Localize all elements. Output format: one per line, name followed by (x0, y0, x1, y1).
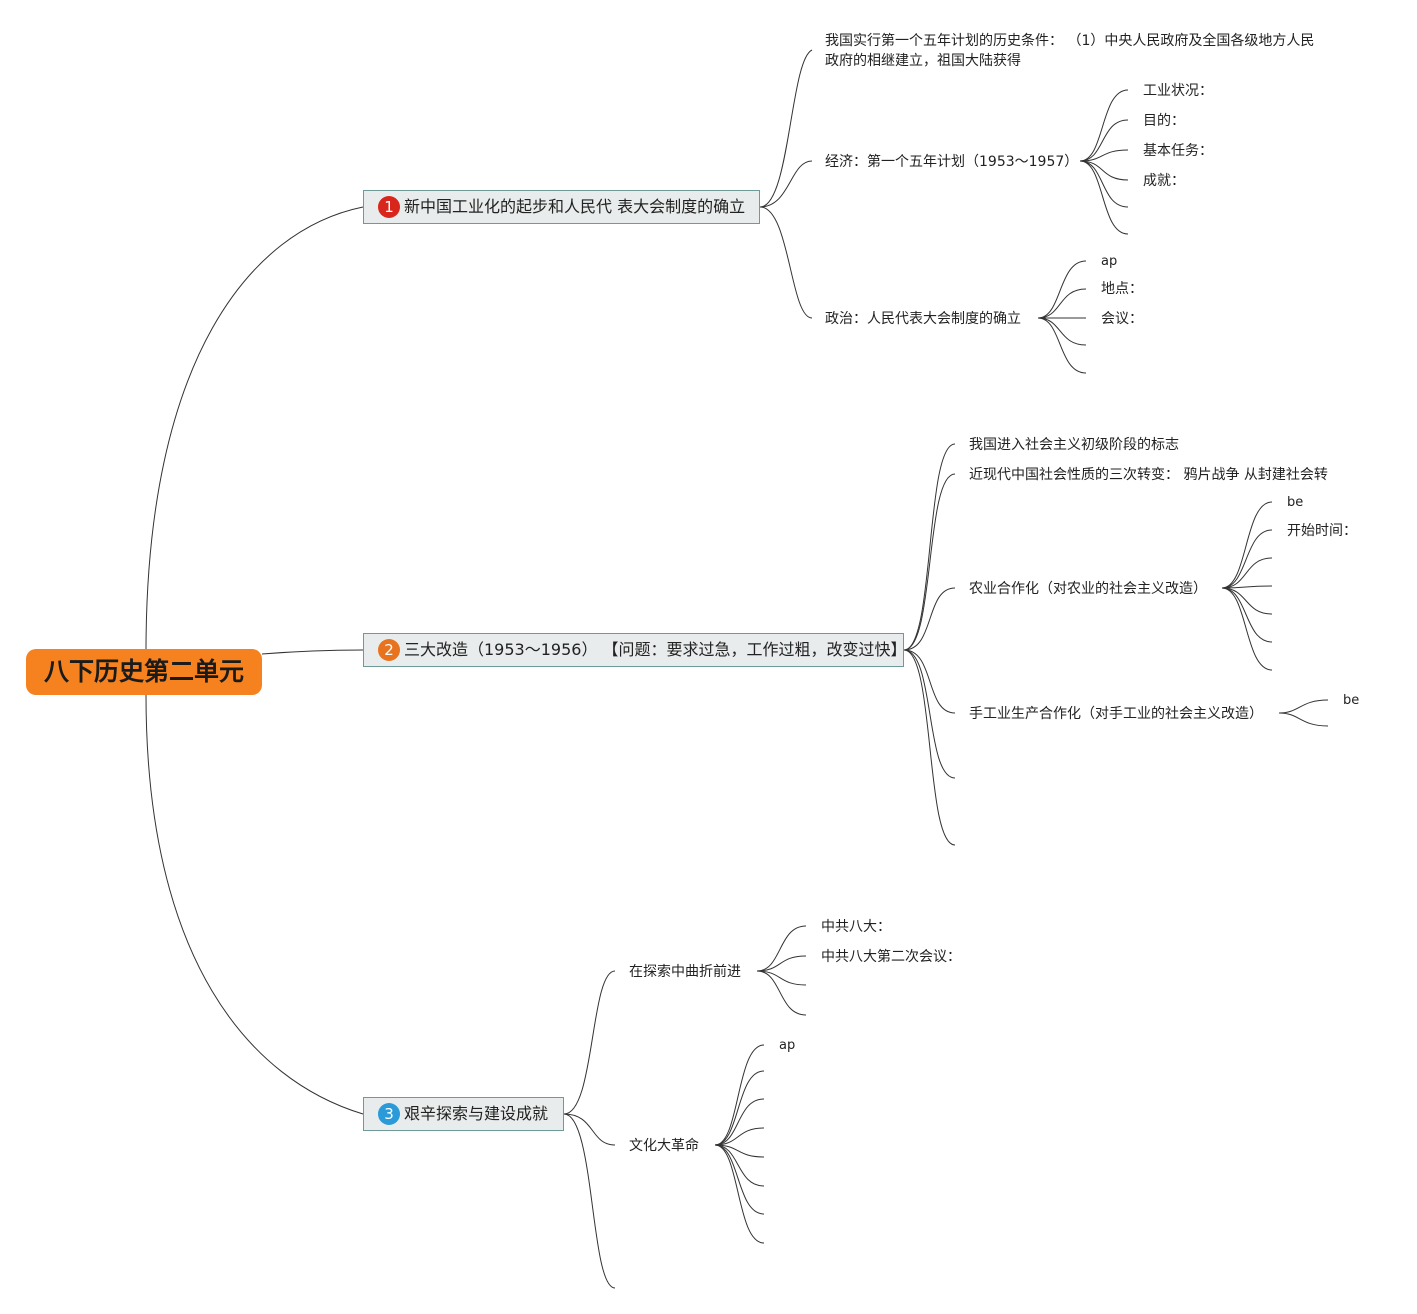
node-ap-1[interactable]: ap (1101, 254, 1118, 269)
topic-1-node[interactable]: 1 新中国工业化的起步和人民代 表大会制度的确立 (363, 190, 760, 224)
node-basic-task[interactable]: 基本任务： (1143, 143, 1213, 159)
number-badge-3: 3 (378, 1103, 400, 1125)
node-purpose[interactable]: 目的： (1143, 113, 1185, 129)
node-eighth-congress-second-session[interactable]: 中共八大第二次会议： (821, 949, 961, 965)
node-be-2[interactable]: be (1343, 693, 1360, 708)
node-eighth-congress[interactable]: 中共八大： (821, 919, 891, 935)
topic-2-node[interactable]: 2 三大改造（1953～1956） 【问题：要求过急，工作过粗，改变过快】 (363, 633, 907, 667)
number-badge-2: 2 (378, 639, 400, 661)
root-node[interactable]: 八下历史第二单元 (26, 649, 262, 695)
node-handicraft-cooperation[interactable]: 手工业生产合作化（对手工业的社会主义改造） (969, 706, 1263, 722)
node-start-time[interactable]: 开始时间： (1287, 523, 1357, 539)
topic-2-title: 三大改造（1953～1956） 【问题：要求过急，工作过粗，改变过快】 (404, 640, 907, 659)
node-economy[interactable]: 经济：第一个五年计划（1953～1957） (825, 154, 1079, 170)
node-historical-conditions[interactable]: 我国实行第一个五年计划的历史条件： （1）中央人民政府及全国各级地方人民政府的相… (825, 33, 1315, 69)
node-cultural-revolution[interactable]: 文化大革命 (629, 1138, 699, 1154)
node-agriculture-cooperation[interactable]: 农业合作化（对农业的社会主义改造） (969, 581, 1207, 597)
topic-1-title: 新中国工业化的起步和人民代 表大会制度的确立 (404, 197, 746, 216)
node-be-1[interactable]: be (1287, 495, 1304, 510)
node-location[interactable]: 地点： (1101, 281, 1143, 297)
node-politics[interactable]: 政治：人民代表大会制度的确立 (825, 311, 1021, 327)
node-exploration[interactable]: 在探索中曲折前进 (629, 964, 741, 980)
topic-3-title: 艰辛探索与建设成就 (404, 1104, 549, 1123)
topic-3-node[interactable]: 3 艰辛探索与建设成就 (363, 1097, 564, 1131)
node-industry-status[interactable]: 工业状况： (1143, 83, 1213, 99)
node-three-transitions[interactable]: 近现代中国社会性质的三次转变： 鸦片战争 从封建社会转 (969, 467, 1328, 483)
node-meeting[interactable]: 会议： (1101, 311, 1143, 327)
node-primary-stage-sign[interactable]: 我国进入社会主义初级阶段的标志 (969, 437, 1179, 453)
node-ap-2[interactable]: ap (779, 1038, 796, 1053)
number-badge-1: 1 (378, 196, 400, 218)
node-achievement[interactable]: 成就： (1143, 173, 1185, 189)
